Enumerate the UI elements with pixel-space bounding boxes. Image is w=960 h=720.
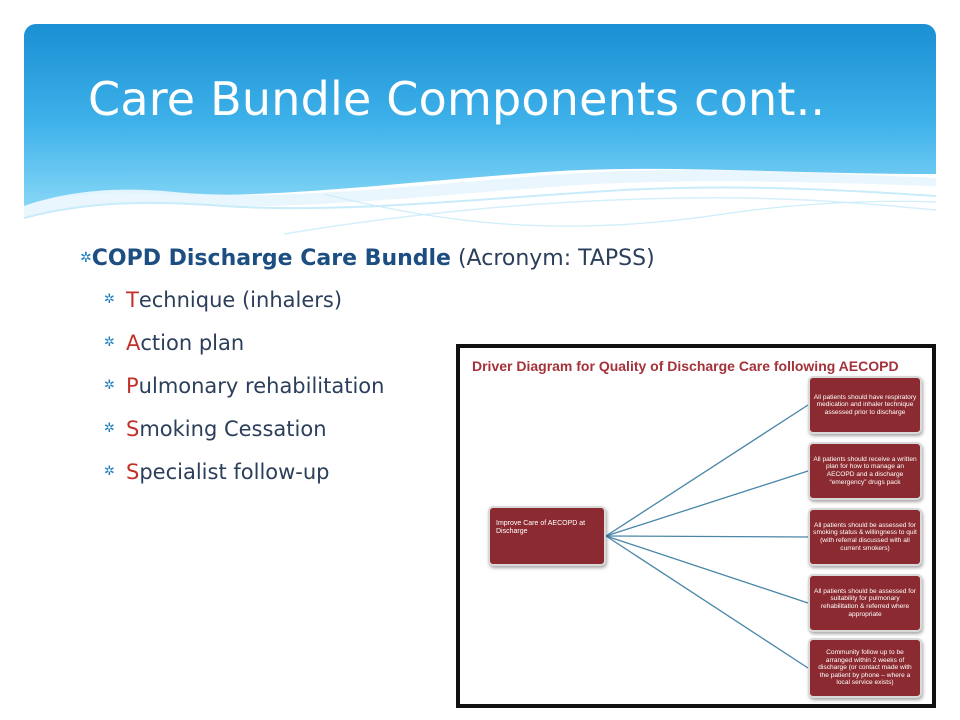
banner-background	[24, 24, 936, 235]
title-banner	[24, 24, 936, 244]
primary-driver-box: Improve Care of AECOPD at Discharge	[488, 506, 606, 566]
secondary-driver-box: Community follow up to be arranged withi…	[808, 638, 922, 698]
main-bullet-rest: (Acronym: TAPSS)	[450, 245, 655, 271]
connector-line	[605, 535, 809, 604]
sub-bullet-text: ction plan	[140, 330, 245, 355]
asterisk-bullet-icon: ✲	[80, 250, 92, 266]
asterisk-bullet-icon: ✲	[104, 464, 115, 479]
driver-diagram-connectors	[605, 404, 809, 669]
sub-bullet-text: pecialist follow-up	[139, 459, 330, 484]
asterisk-bullet-icon: ✲	[104, 378, 115, 393]
sub-bullet-text: moking Cessation	[139, 416, 327, 441]
sub-bullet-text: ulmonary rehabilitation	[138, 373, 385, 398]
diagram-title: Driver Diagram for Quality of Discharge …	[472, 358, 899, 374]
driver-diagram-figure: Driver Diagram for Quality of Discharge …	[456, 344, 936, 708]
connector-line	[605, 470, 809, 537]
acronym-letter: S	[126, 459, 140, 484]
asterisk-bullet-icon: ✲	[104, 292, 115, 307]
acronym-letter: S	[126, 416, 140, 441]
main-bullet-text: COPD Discharge Care Bundle (Acronym: TAP…	[92, 246, 655, 271]
acronym-letter: A	[126, 330, 141, 355]
acronym-letter: T	[126, 287, 139, 312]
asterisk-bullet-icon: ✲	[104, 335, 115, 350]
connector-line	[605, 535, 809, 538]
connector-line	[605, 404, 809, 537]
main-bullet-strong: COPD Discharge Care Bundle	[91, 245, 451, 271]
slide-title: Care Bundle Components cont..	[88, 72, 826, 126]
main-bullet: ✲ COPD Discharge Care Bundle (Acronym: T…	[80, 238, 655, 278]
secondary-driver-box: All patients should receive a written pl…	[808, 442, 922, 500]
connector-line	[605, 535, 809, 669]
acronym-letter: P	[126, 373, 139, 398]
sub-bullet-text: echnique (inhalers)	[138, 287, 343, 312]
secondary-driver-box: All patients should be assessed for smok…	[808, 508, 922, 566]
bullet-list: ✲ COPD Discharge Care Bundle (Acronym: T…	[80, 238, 655, 493]
asterisk-bullet-icon: ✲	[104, 421, 115, 436]
secondary-driver-box: All patients should be assessed for suit…	[808, 574, 922, 632]
secondary-driver-box: All patients should have respiratory med…	[808, 376, 922, 434]
